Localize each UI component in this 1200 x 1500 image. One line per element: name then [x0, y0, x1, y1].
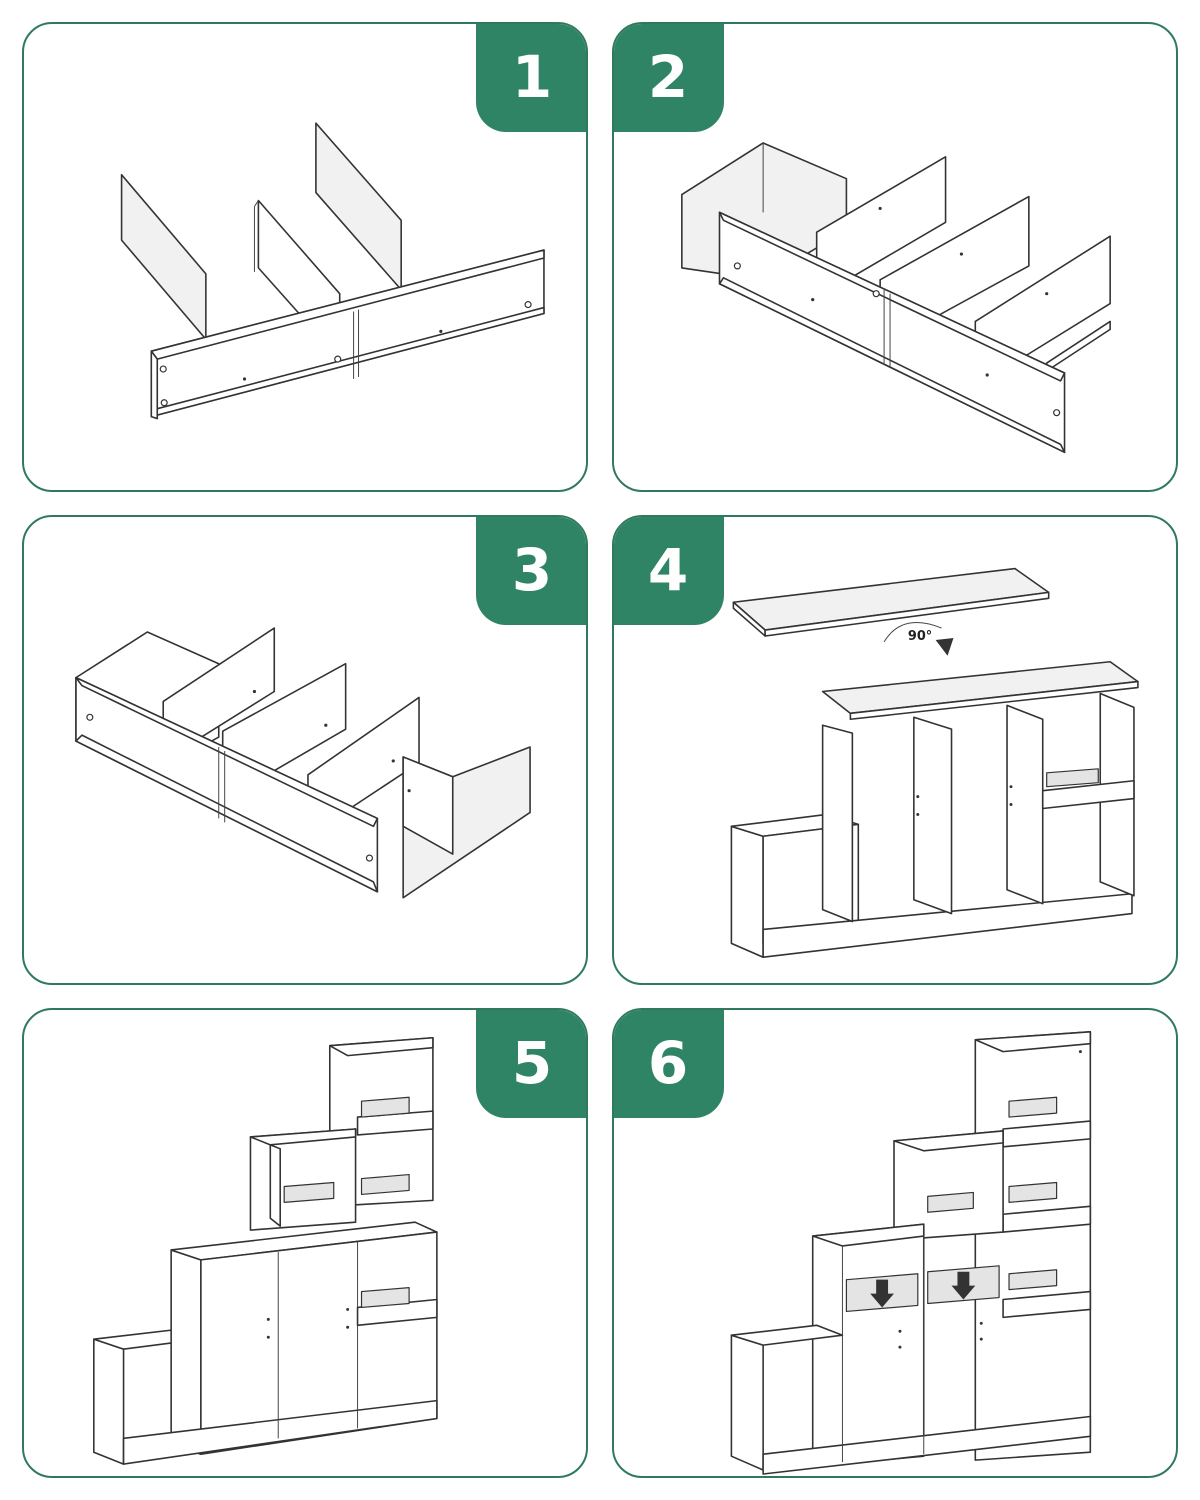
step-6-illustration	[730, 1031, 1092, 1475]
back-rail	[283, 1181, 335, 1203]
bottom-rail-lip	[718, 211, 1066, 382]
arrow-down-icon	[935, 637, 954, 656]
step-1-badge: 1	[476, 24, 586, 132]
step-4-illustration: 90°	[730, 567, 1139, 959]
back-rail	[1008, 1096, 1058, 1118]
step-6-badge: 6	[614, 1010, 724, 1118]
arrow-down-icon	[870, 1279, 895, 1308]
rotation-label: 90°	[908, 629, 932, 644]
step-2-panel: 2	[612, 22, 1178, 492]
step-5-illustration	[93, 1036, 438, 1465]
upper-unit-low-column	[249, 1128, 357, 1231]
step-4-panel: 4 90°	[612, 515, 1178, 985]
back-rail	[360, 1287, 410, 1309]
low-cabinet	[730, 825, 764, 959]
step-3-illustration	[75, 627, 531, 899]
arrow-down-icon	[951, 1271, 976, 1300]
divider-panel	[120, 173, 207, 341]
step-5-badge: 5	[476, 1010, 586, 1118]
bottom-rail-flange	[75, 734, 379, 893]
bottom-rail-flange	[718, 277, 1066, 454]
back-rail	[927, 1191, 974, 1213]
step-3-badge: 3	[476, 517, 586, 625]
low-cabinet	[730, 1334, 764, 1471]
step-5-panel: 5	[22, 1008, 588, 1478]
step-2-illustration	[681, 142, 1111, 454]
divider-panel	[315, 122, 402, 291]
step-4-badge: 4	[614, 517, 724, 625]
base-plinth	[762, 1415, 1092, 1475]
low-cabinet	[93, 1338, 125, 1465]
back-rail	[360, 1173, 410, 1196]
shelf	[1002, 1290, 1092, 1319]
base-plinth	[122, 1399, 438, 1465]
step-6-panel: 6	[612, 1008, 1178, 1478]
step-1-panel: 1	[22, 22, 588, 492]
low-mid-column	[811, 1223, 925, 1467]
shelf	[1041, 779, 1135, 810]
bottom-rail-channel	[150, 249, 545, 418]
main-body	[170, 1249, 202, 1455]
back-rail	[1008, 1181, 1058, 1203]
back-rail	[1008, 1269, 1058, 1291]
back-rail	[360, 1096, 410, 1118]
step-1-illustration	[120, 122, 545, 420]
step-2-badge: 2	[614, 24, 724, 132]
rotation-arrow	[883, 622, 942, 643]
base-plinth	[762, 892, 1133, 959]
bottom-rail-lip	[75, 676, 379, 828]
tall-column	[974, 1031, 1092, 1461]
side-panel	[1006, 704, 1044, 905]
step-3-panel: 3	[22, 515, 588, 985]
side-panel	[913, 716, 953, 915]
side-panel	[821, 724, 854, 923]
